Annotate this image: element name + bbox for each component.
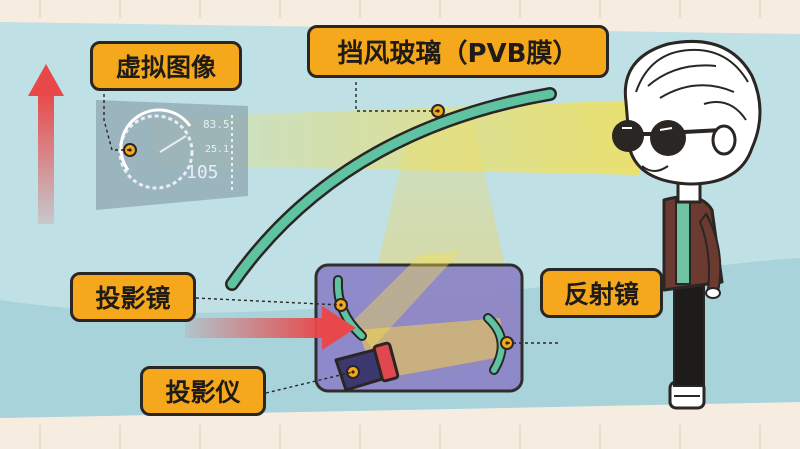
projector-device <box>334 341 400 392</box>
observer-man <box>612 39 762 410</box>
hud-readout: 83.5 25.1 105 <box>186 115 233 190</box>
windshield-curve <box>225 87 557 291</box>
hud-reading-mid: 25.1 <box>205 144 229 155</box>
up-arrow <box>28 64 64 224</box>
projection-mirror-label-text: 投影镜 <box>95 284 171 313</box>
hud-speed: 105 <box>186 162 219 183</box>
hud-reading-top: 83.5 <box>203 118 230 131</box>
virtual-image-label-text: 虚拟图像 <box>115 53 216 82</box>
projector-label: 投影仪 <box>140 366 266 416</box>
virtual-image-label: 虚拟图像 <box>90 41 242 91</box>
right-arrow <box>185 306 356 350</box>
windshield-label-text: 挡风玻璃（PVB膜） <box>337 39 579 69</box>
leader-lines <box>103 80 558 394</box>
projection-mirror-label: 投影镜 <box>70 272 196 322</box>
reflection-mirror-label: 反射镜 <box>540 268 663 318</box>
virtual-image-panel: 83.5 25.1 105 <box>96 100 248 210</box>
projector-label-text: 投影仪 <box>165 378 241 407</box>
reflection-mirror-label-text: 反射镜 <box>563 280 639 309</box>
windshield-label: 挡风玻璃（PVB膜） <box>307 25 609 78</box>
